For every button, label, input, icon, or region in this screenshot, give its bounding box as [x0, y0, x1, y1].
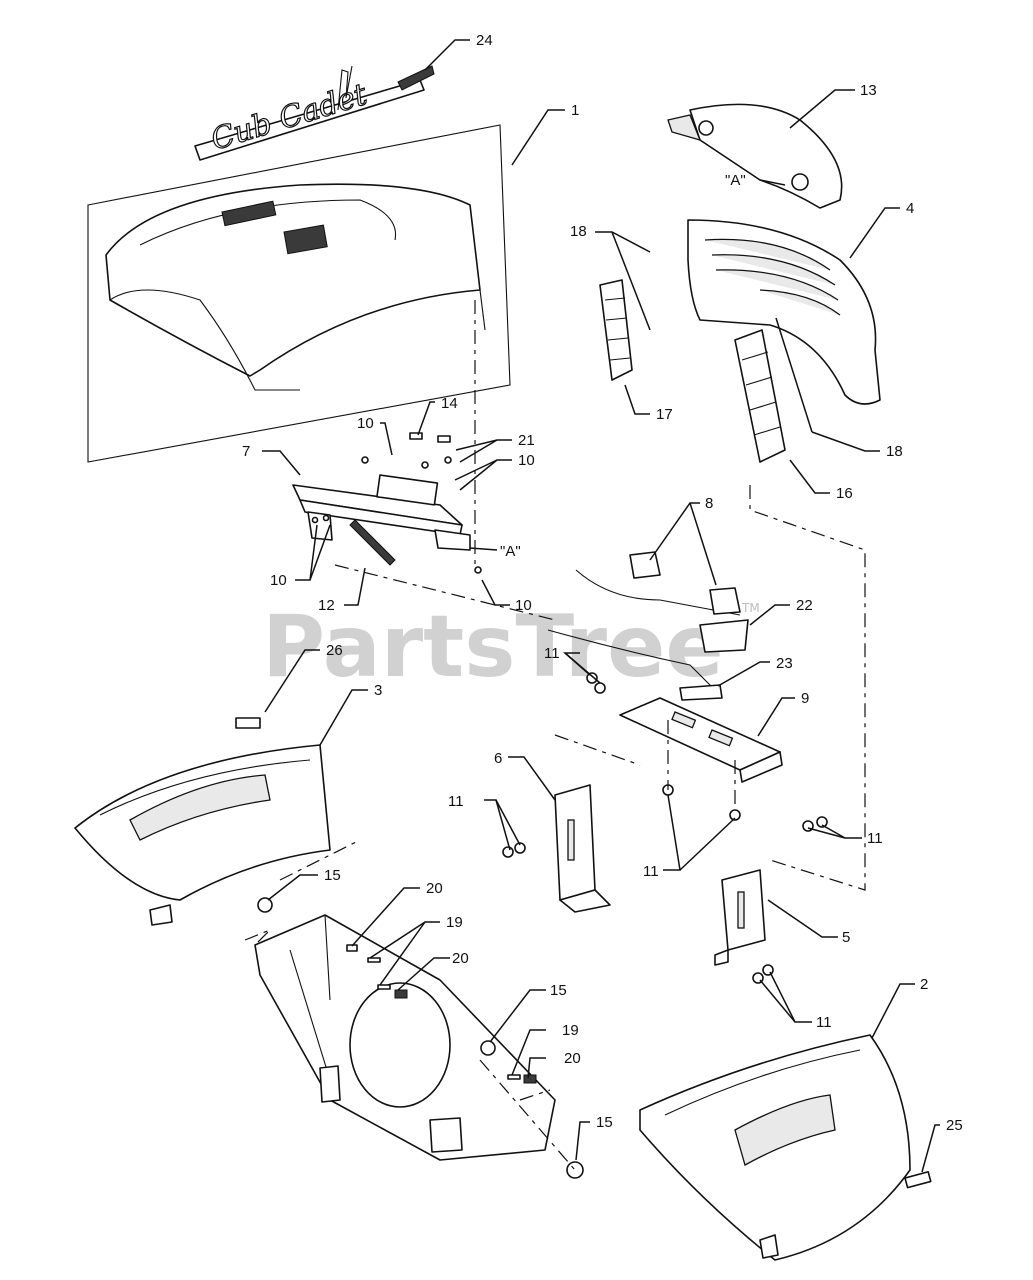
callout-13: 13: [860, 82, 877, 99]
part-1-hood: [87, 124, 511, 463]
reference-a-upper-leader: [759, 179, 786, 186]
part-26-tag: [235, 717, 261, 729]
reference-a-lower: "A": [500, 543, 521, 560]
callout-9: 9: [801, 690, 809, 707]
watermark-trademark: TM: [741, 601, 760, 615]
part-8-22-23-latch-assembly: [547, 551, 749, 701]
callout-7: 7: [242, 443, 250, 460]
callout-4: 4: [906, 200, 914, 217]
callout-10-top: 10: [357, 415, 374, 432]
callout-23: 23: [776, 655, 793, 672]
callout-24: 24: [476, 32, 493, 49]
lower-frame: [254, 914, 556, 1161]
callout-2: 2: [920, 976, 928, 993]
callout-22: 22: [796, 597, 813, 614]
callout-15-middle: 15: [550, 982, 567, 999]
callout-20-lower: 20: [564, 1050, 581, 1067]
part-9-plate: [619, 697, 783, 783]
callout-15-lower: 15: [596, 1114, 613, 1131]
callout-25: 25: [946, 1117, 963, 1134]
callout-18-upper: 18: [570, 223, 587, 240]
hardware-15-19-20: [257, 897, 584, 1179]
watermark-text: PartsTree: [262, 597, 724, 697]
callout-3: 3: [374, 682, 382, 699]
part-4-grille: [687, 219, 881, 405]
callout-6: 6: [494, 750, 502, 767]
part-12-spring: [349, 519, 396, 566]
part-25-tag: [904, 1170, 932, 1189]
callout-12: 12: [318, 597, 335, 614]
callout-11-left: 11: [448, 793, 464, 810]
callout-17: 17: [656, 406, 673, 423]
part-17-lens: [599, 279, 633, 381]
reference-a-lower-leader: [469, 547, 498, 551]
callout-11-center: 11: [643, 863, 659, 880]
assembly-lines: [244, 300, 866, 1171]
callout-11-right: 11: [867, 830, 883, 847]
callout-20-upper: 20: [426, 880, 443, 897]
part-5-bracket: [714, 869, 766, 966]
callout-19-lower: 19: [562, 1022, 579, 1039]
leader-lines: [262, 39, 940, 1173]
callout-16: 16: [836, 485, 853, 502]
part-7-bracket: [292, 474, 471, 551]
reference-a-upper: "A": [725, 172, 746, 189]
callout-11-bottom: 11: [816, 1014, 832, 1031]
callout-15-upper: 15: [324, 867, 341, 884]
part-2-side-panel: [639, 1034, 911, 1261]
callout-10-bottom: 10: [515, 597, 532, 614]
part-3-side-panel: [74, 744, 331, 926]
callout-20-middle: 20: [452, 950, 469, 967]
callout-8: 8: [705, 495, 713, 512]
part-24-emblem: Cub Cadet: [194, 65, 435, 161]
callout-19-upper: 19: [446, 914, 463, 931]
callout-10-right: 10: [518, 452, 535, 469]
callout-labels: 24 1 13 4 18 18 17 16 14 10 21 10 7 10 1…: [242, 32, 963, 1134]
callout-18-lower: 18: [886, 443, 903, 460]
callout-14: 14: [441, 395, 458, 412]
part-16-lens: [734, 329, 786, 463]
callout-5: 5: [842, 929, 850, 946]
callout-1: 1: [571, 102, 579, 119]
fasteners: [311, 432, 482, 574]
part-13-light-housing: [667, 103, 843, 209]
nuts-11: [502, 672, 828, 984]
callout-11-upper: 11: [544, 645, 560, 662]
callout-26: 26: [326, 642, 343, 659]
callout-21: 21: [518, 432, 535, 449]
callout-10-left: 10: [270, 572, 287, 589]
part-6-bracket: [554, 784, 611, 913]
